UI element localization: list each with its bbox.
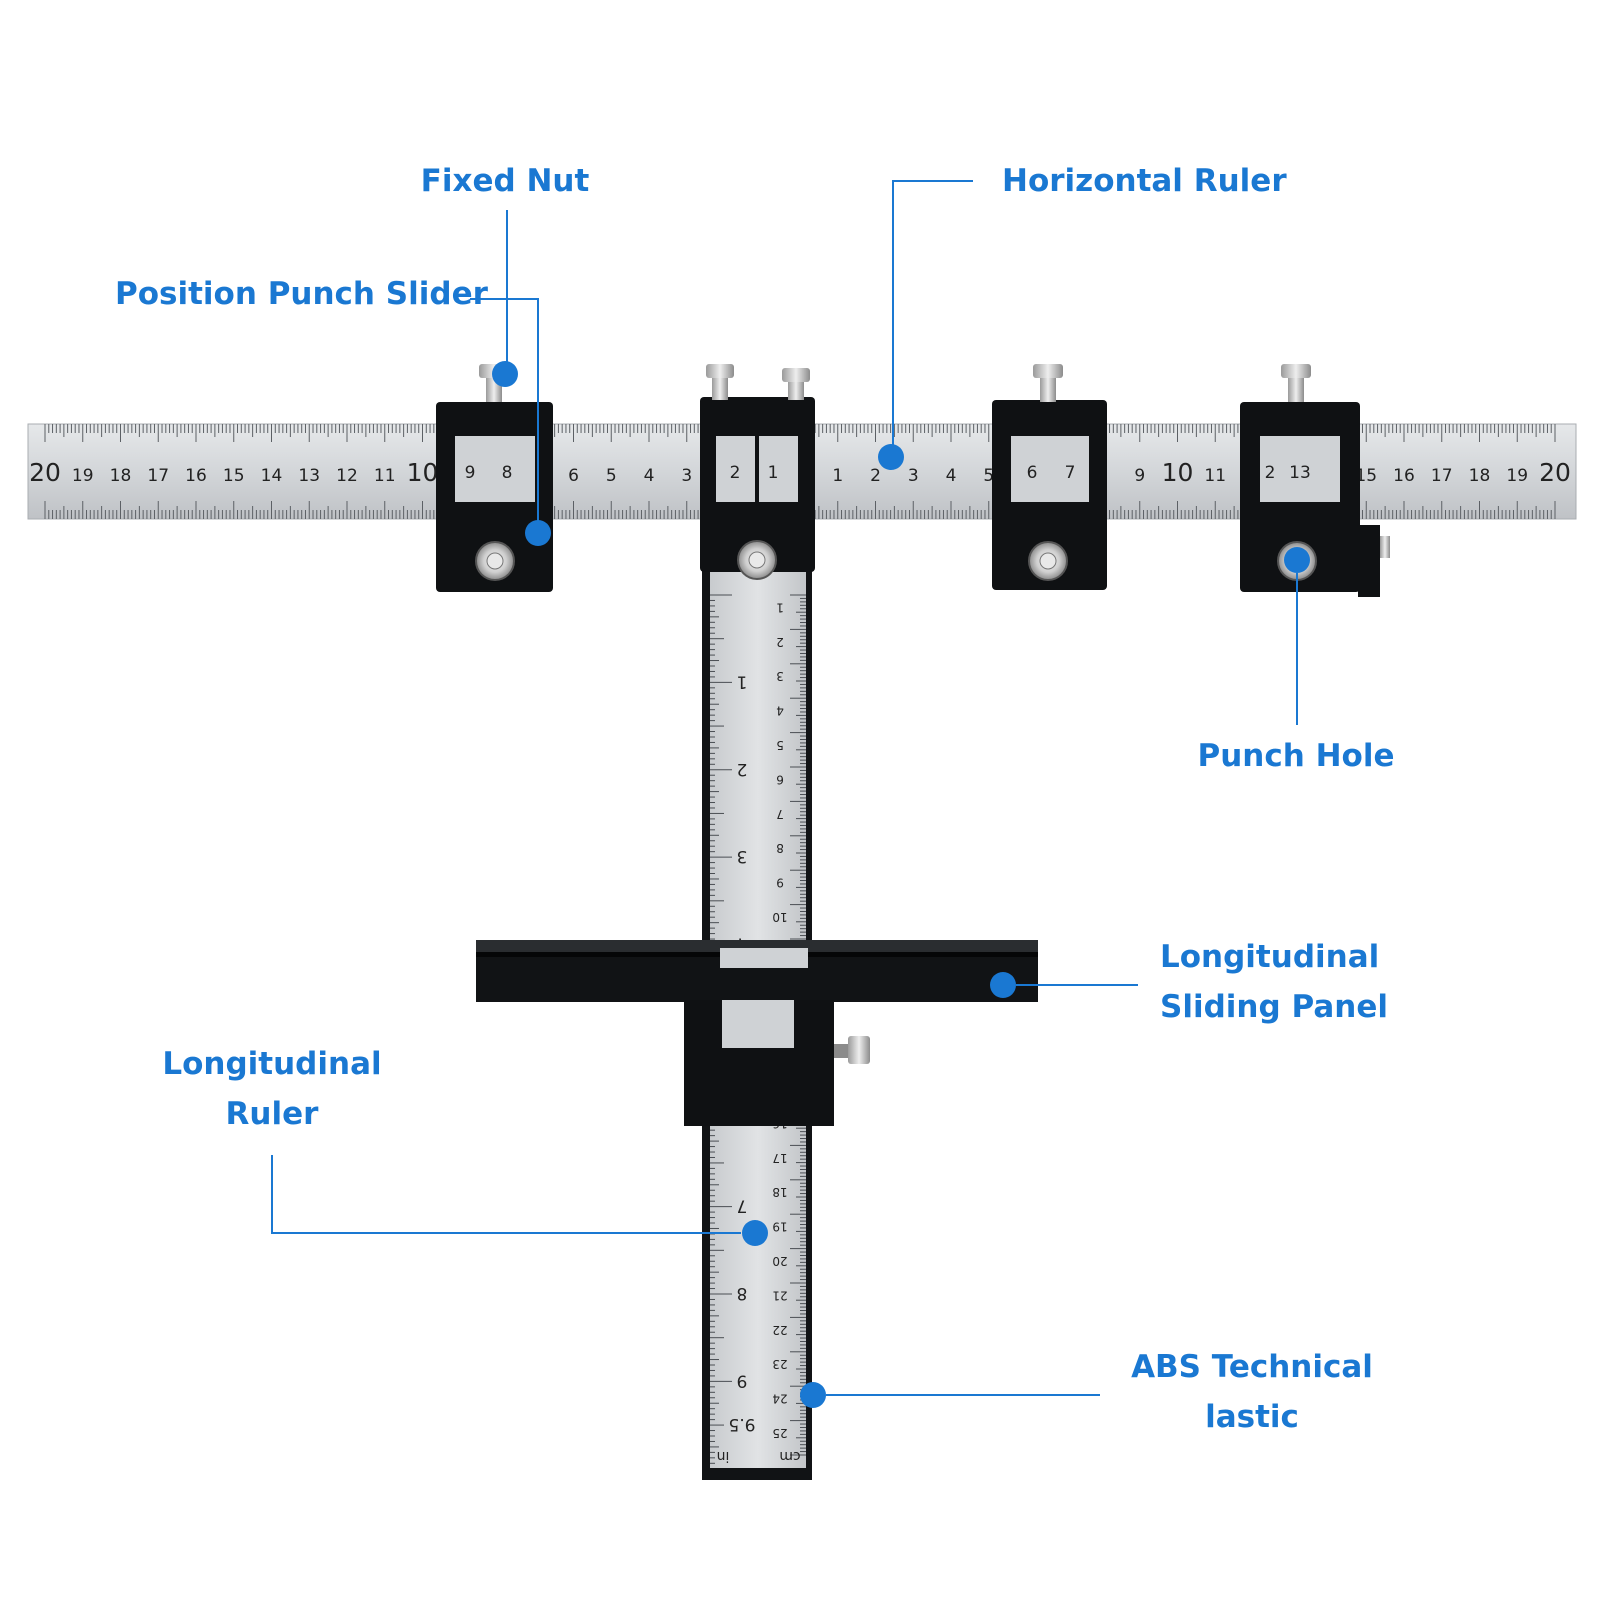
position-punch-slider-left[interactable]: 9 8 bbox=[436, 364, 553, 592]
ruler-number: 2 bbox=[737, 759, 748, 779]
ruler-number: 5 bbox=[606, 466, 617, 486]
ruler-number: 23 bbox=[772, 1357, 787, 1371]
ruler-number: 2 bbox=[870, 466, 881, 486]
callout-longitudinal-sliding-panel: Longitudinal Sliding Panel bbox=[990, 939, 1388, 1025]
ruler-number: 4 bbox=[946, 466, 957, 486]
ruler-number: 17 bbox=[772, 1151, 787, 1165]
ruler-number: 3 bbox=[681, 466, 692, 486]
callout-horizontal-ruler: Horizontal Ruler bbox=[878, 163, 1287, 470]
ruler-number: 9.5 bbox=[728, 1414, 755, 1434]
ruler-number: 8 bbox=[776, 841, 784, 855]
ruler-number: 17 bbox=[147, 466, 169, 486]
ruler-number: 11 bbox=[374, 466, 396, 486]
callout-longitudinal-ruler: Longitudinal Ruler bbox=[162, 1046, 768, 1246]
label-horizontal-ruler: Horizontal Ruler bbox=[1002, 163, 1287, 199]
ruler-number: 13 bbox=[298, 466, 320, 486]
ruler-number: 8 bbox=[737, 1283, 748, 1303]
longitudinal-sliding-panel[interactable] bbox=[476, 940, 1038, 1126]
ruler-number: 10 bbox=[407, 458, 439, 487]
ruler-number: 10 bbox=[1162, 458, 1194, 487]
ruler-number: 25 bbox=[772, 1426, 787, 1440]
svg-text:13: 13 bbox=[1289, 463, 1311, 483]
ruler-number: 3 bbox=[737, 846, 748, 866]
ruler-number: 3 bbox=[776, 669, 784, 683]
label-punch-hole: Punch Hole bbox=[1198, 738, 1395, 774]
ruler-number: 1 bbox=[737, 671, 748, 691]
ruler-number: 4 bbox=[776, 704, 784, 718]
ruler-number: 1 bbox=[776, 600, 784, 614]
ruler-number: 7 bbox=[737, 1196, 748, 1216]
ruler-number: 15 bbox=[1355, 466, 1377, 486]
svg-text:2: 2 bbox=[730, 463, 741, 483]
unit-inch: in bbox=[717, 1448, 730, 1464]
ruler-number: 24 bbox=[772, 1392, 787, 1406]
svg-text:1: 1 bbox=[768, 463, 779, 483]
ruler-number: 5 bbox=[776, 738, 784, 752]
center-carriage: 2 1 bbox=[700, 364, 815, 580]
svg-text:6: 6 bbox=[1027, 463, 1038, 483]
label-abs-technical-1: ABS Technical bbox=[1131, 1349, 1373, 1385]
label-longitudinal-sliding-panel-1: Longitudinal bbox=[1160, 939, 1379, 975]
svg-text:9: 9 bbox=[465, 463, 476, 483]
ruler-number: 7 bbox=[776, 807, 784, 821]
ruler-number: 1 bbox=[832, 466, 843, 486]
ruler-number: 6 bbox=[776, 772, 784, 786]
callout-position-punch-slider: Position Punch Slider bbox=[115, 276, 551, 546]
callout-punch-hole: Punch Hole bbox=[1198, 547, 1395, 774]
label-position-punch-slider: Position Punch Slider bbox=[115, 276, 489, 312]
position-punch-slider-middle[interactable]: 6 7 bbox=[992, 364, 1107, 590]
label-longitudinal-ruler-1: Longitudinal bbox=[162, 1046, 381, 1082]
ruler-number: 9 bbox=[1134, 466, 1145, 486]
ruler-number: 9 bbox=[737, 1370, 748, 1390]
ruler-number: 4 bbox=[644, 466, 655, 486]
ruler-number: 14 bbox=[261, 466, 283, 486]
label-abs-technical-2: lastic bbox=[1205, 1399, 1299, 1435]
ruler-number: 6 bbox=[568, 466, 579, 486]
ruler-number: 3 bbox=[908, 466, 919, 486]
unit-cm: cm bbox=[779, 1448, 800, 1464]
ruler-number: 20 bbox=[29, 458, 61, 487]
ruler-number: 16 bbox=[185, 466, 207, 486]
ruler-number: 11 bbox=[1204, 466, 1226, 486]
ruler-number: 20 bbox=[772, 1254, 787, 1268]
ruler-number: 20 bbox=[1539, 458, 1571, 487]
label-fixed-nut: Fixed Nut bbox=[421, 163, 590, 199]
ruler-number: 19 bbox=[772, 1220, 787, 1234]
ruler-number: 5 bbox=[983, 466, 994, 486]
ruler-number: 19 bbox=[1506, 466, 1528, 486]
callout-abs-technical: ABS Technical lastic bbox=[800, 1349, 1373, 1435]
svg-text:2: 2 bbox=[1265, 463, 1276, 483]
ruler-number: 18 bbox=[772, 1185, 787, 1199]
ruler-number: 2 bbox=[776, 635, 784, 649]
ruler-number: 17 bbox=[1431, 466, 1453, 486]
svg-text:8: 8 bbox=[502, 463, 513, 483]
ruler-number: 10 bbox=[772, 910, 787, 924]
ruler-number: 9 bbox=[776, 876, 784, 890]
ruler-number: 21 bbox=[772, 1288, 787, 1302]
ruler-number: 19 bbox=[72, 466, 94, 486]
ruler-number: 18 bbox=[1469, 466, 1491, 486]
ruler-number: 12 bbox=[336, 466, 358, 486]
ruler-number: 22 bbox=[772, 1323, 787, 1337]
ruler-number: 15 bbox=[223, 466, 245, 486]
label-longitudinal-sliding-panel-2: Sliding Panel bbox=[1160, 989, 1388, 1025]
ruler-number: 18 bbox=[110, 466, 132, 486]
edge-stop[interactable] bbox=[1358, 525, 1380, 597]
label-longitudinal-ruler-2: Ruler bbox=[226, 1096, 320, 1132]
ruler-number: 16 bbox=[1393, 466, 1415, 486]
svg-text:7: 7 bbox=[1065, 463, 1076, 483]
callout-fixed-nut: Fixed Nut bbox=[421, 163, 590, 387]
